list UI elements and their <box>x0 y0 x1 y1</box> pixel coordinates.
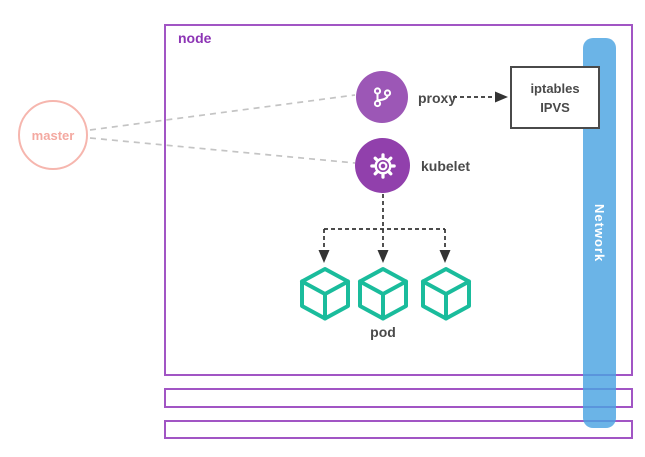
proxy-label: proxy <box>418 90 457 106</box>
master-circle: master <box>18 100 88 170</box>
kubelet-label: kubelet <box>421 158 471 174</box>
cube-icon <box>421 267 471 321</box>
proxy-circle <box>356 71 408 123</box>
kubelet-circle <box>355 138 410 193</box>
pod-label: pod <box>370 324 396 340</box>
master-label: master <box>31 127 75 143</box>
cube-icon <box>300 267 350 321</box>
git-branch-icon <box>373 87 392 108</box>
iptables-box: iptables IPVS <box>510 66 600 129</box>
gear-icon <box>369 152 396 179</box>
cube-icon <box>358 267 408 321</box>
stacked-node-box-3 <box>164 420 633 439</box>
node-label: node <box>178 30 212 46</box>
node-box <box>164 24 633 376</box>
network-label: Network <box>592 203 607 263</box>
stacked-node-box-2 <box>164 388 633 408</box>
iptables-label: iptables <box>530 80 580 96</box>
ipvs-label: IPVS <box>540 99 570 115</box>
